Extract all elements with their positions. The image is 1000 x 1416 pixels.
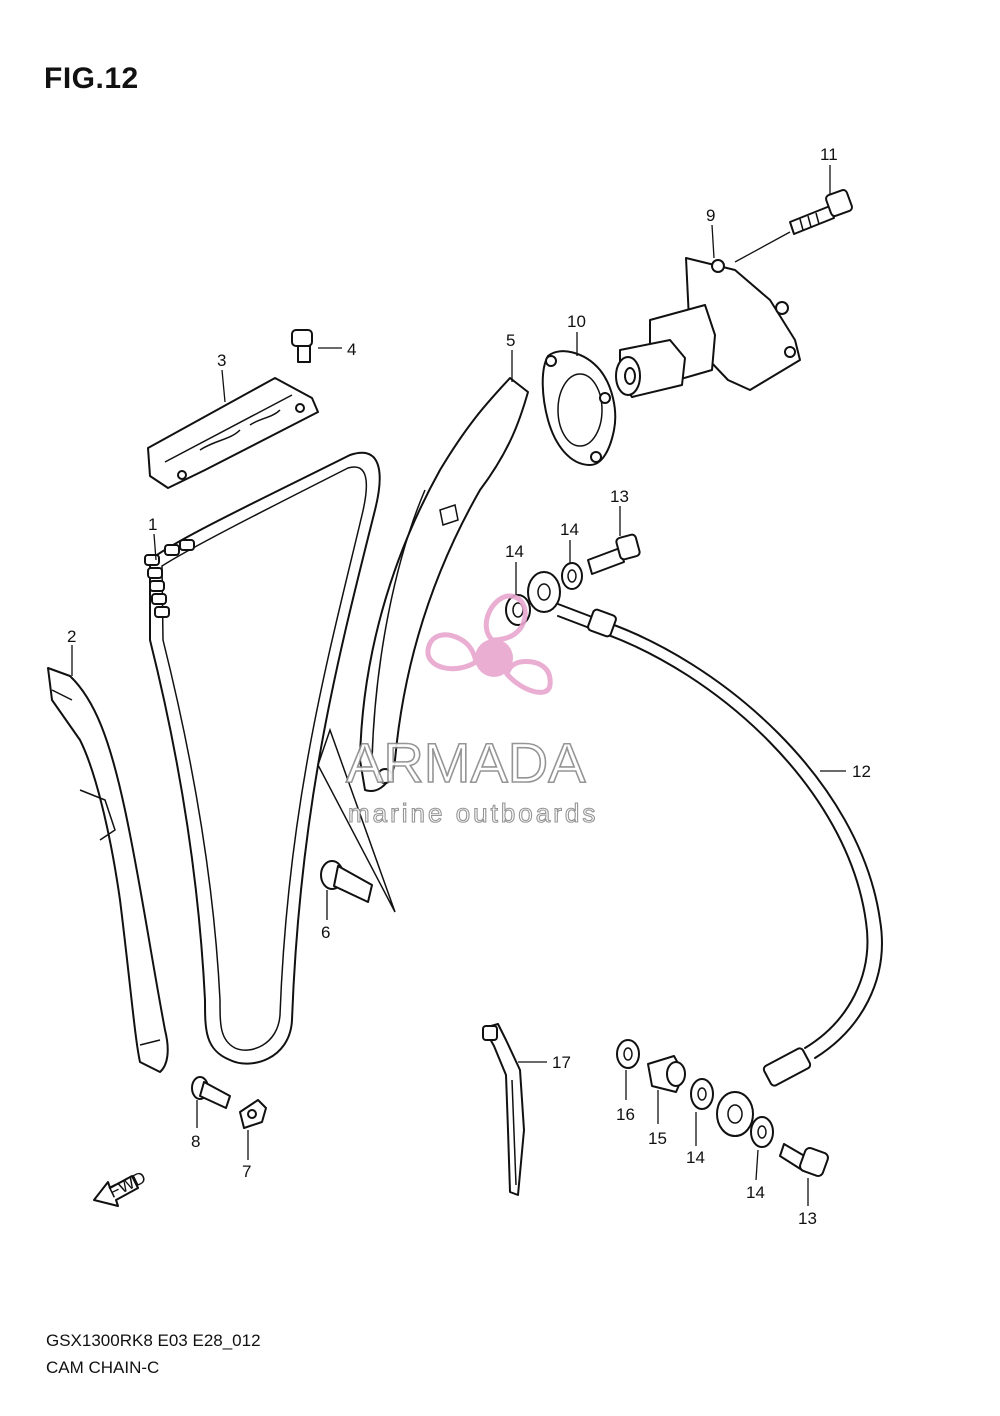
callout-13-upper: 13 [610,487,629,506]
watermark-brand: ARMADA [346,731,586,794]
washer-part-16 [616,1039,640,1069]
callout-6: 6 [321,923,330,942]
model-code: GSX1300RK8 E03 E28_012 [46,1331,261,1350]
callout-numbers: 1 2 3 4 5 6 7 8 9 10 11 12 13 13 14 14 1… [67,145,871,1228]
section-name: CAM CHAIN-C [46,1358,160,1377]
callout-11: 11 [820,145,838,164]
bolt-part-8 [191,1076,231,1109]
callout-14-a: 14 [505,542,524,561]
callout-4: 4 [347,340,356,359]
callout-2: 2 [67,627,76,646]
banjo-bolt-upper [587,533,641,575]
fwd-label: FWD [106,1168,149,1202]
tensioner-guide [359,377,529,792]
callout-3: 3 [217,351,226,370]
union-bolt [647,1055,686,1093]
cam-chain [144,452,381,1065]
callout-16: 16 [616,1105,635,1124]
callout-14-b: 14 [560,520,579,539]
callout-9: 9 [706,206,715,225]
callout-17: 17 [552,1053,571,1072]
callout-10: 10 [567,312,586,331]
bolt-part-4 [291,329,313,363]
propeller-logo [425,593,553,695]
callout-7: 7 [242,1162,251,1181]
figure-title: FIG.12 [44,62,139,95]
watermark-tagline: marine outboards [348,798,598,828]
tensioner-adjuster [615,257,801,398]
chain-guide-top [147,377,319,489]
callout-13-lower: 13 [798,1209,817,1228]
callout-12: 12 [852,762,871,781]
callout-14-d: 14 [746,1183,765,1202]
pivot-bolt [317,727,396,913]
callout-5: 5 [506,331,515,350]
bolt-part-11 [789,189,853,235]
gasket [541,350,617,466]
leader-lines [71,165,846,1206]
forward-direction-marker: FWD [93,1168,149,1207]
callout-1: 1 [148,515,157,534]
callout-15: 15 [648,1129,667,1148]
plate-part-7 [239,1099,267,1129]
callout-14-c: 14 [686,1148,705,1167]
chain-guide-left [47,667,169,1073]
cable-tie [482,1023,525,1196]
callout-8: 8 [191,1132,200,1151]
oil-hose [557,603,883,1087]
watermark: ARMADA marine outboards [345,593,598,829]
banjo-bolt-lower [779,1143,829,1177]
banjo-fittings [527,571,754,1137]
